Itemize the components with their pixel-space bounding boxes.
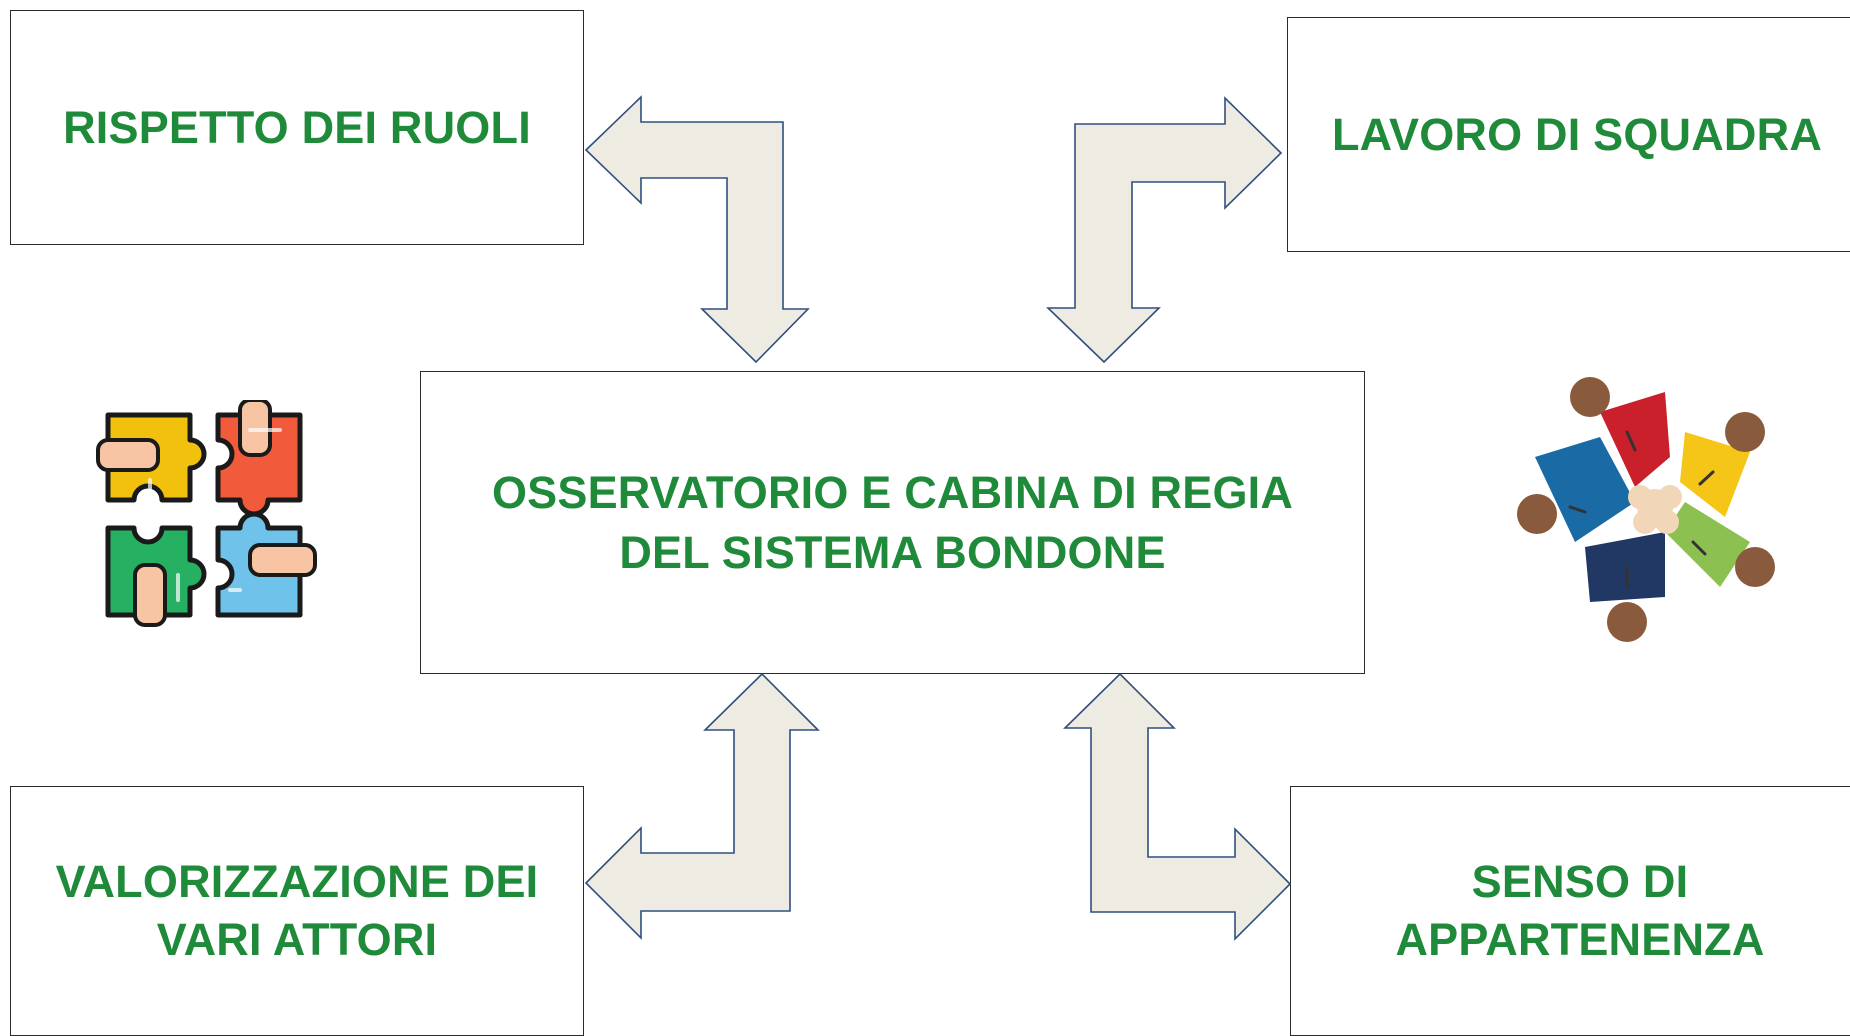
- box-label: SENSO DI APPARTENENZA: [1395, 853, 1764, 969]
- puzzle-hands-icon: [96, 400, 317, 627]
- box-osservatorio-center: OSSERVATORIO E CABINA DI REGIA DEL SISTE…: [420, 371, 1365, 674]
- box-label: VALORIZZAZIONE DEI VARI ATTORI: [56, 853, 539, 969]
- arrow-top-left: [584, 95, 810, 364]
- box-valorizzazione: VALORIZZAZIONE DEI VARI ATTORI: [10, 786, 584, 1036]
- team-circle-icon: [1517, 377, 1775, 642]
- arrow-bottom-left: [584, 672, 820, 940]
- label-line: VARI ATTORI: [156, 914, 438, 965]
- label-line: DEL SISTEMA BONDONE: [619, 526, 1166, 578]
- label-line: SENSO DI: [1471, 856, 1689, 907]
- box-senso-di-appartenenza: SENSO DI APPARTENENZA: [1290, 786, 1850, 1036]
- label-line: RISPETTO DEI RUOLI: [63, 101, 531, 153]
- box-label: RISPETTO DEI RUOLI: [63, 99, 531, 157]
- arrow-top-right: [1046, 96, 1283, 364]
- label-line: VALORIZZAZIONE DEI: [55, 856, 539, 907]
- box-label: LAVORO DI SQUADRA: [1332, 106, 1822, 164]
- arrow-bottom-right: [1063, 672, 1292, 941]
- box-label: OSSERVATORIO E CABINA DI REGIA DEL SISTE…: [492, 463, 1293, 583]
- label-line: LAVORO DI SQUADRA: [1331, 108, 1823, 160]
- box-rispetto-dei-ruoli: RISPETTO DEI RUOLI: [10, 10, 584, 245]
- box-lavoro-di-squadra: LAVORO DI SQUADRA: [1287, 17, 1850, 252]
- label-line: OSSERVATORIO E CABINA DI REGIA: [491, 466, 1294, 518]
- label-line: APPARTENENZA: [1395, 914, 1765, 965]
